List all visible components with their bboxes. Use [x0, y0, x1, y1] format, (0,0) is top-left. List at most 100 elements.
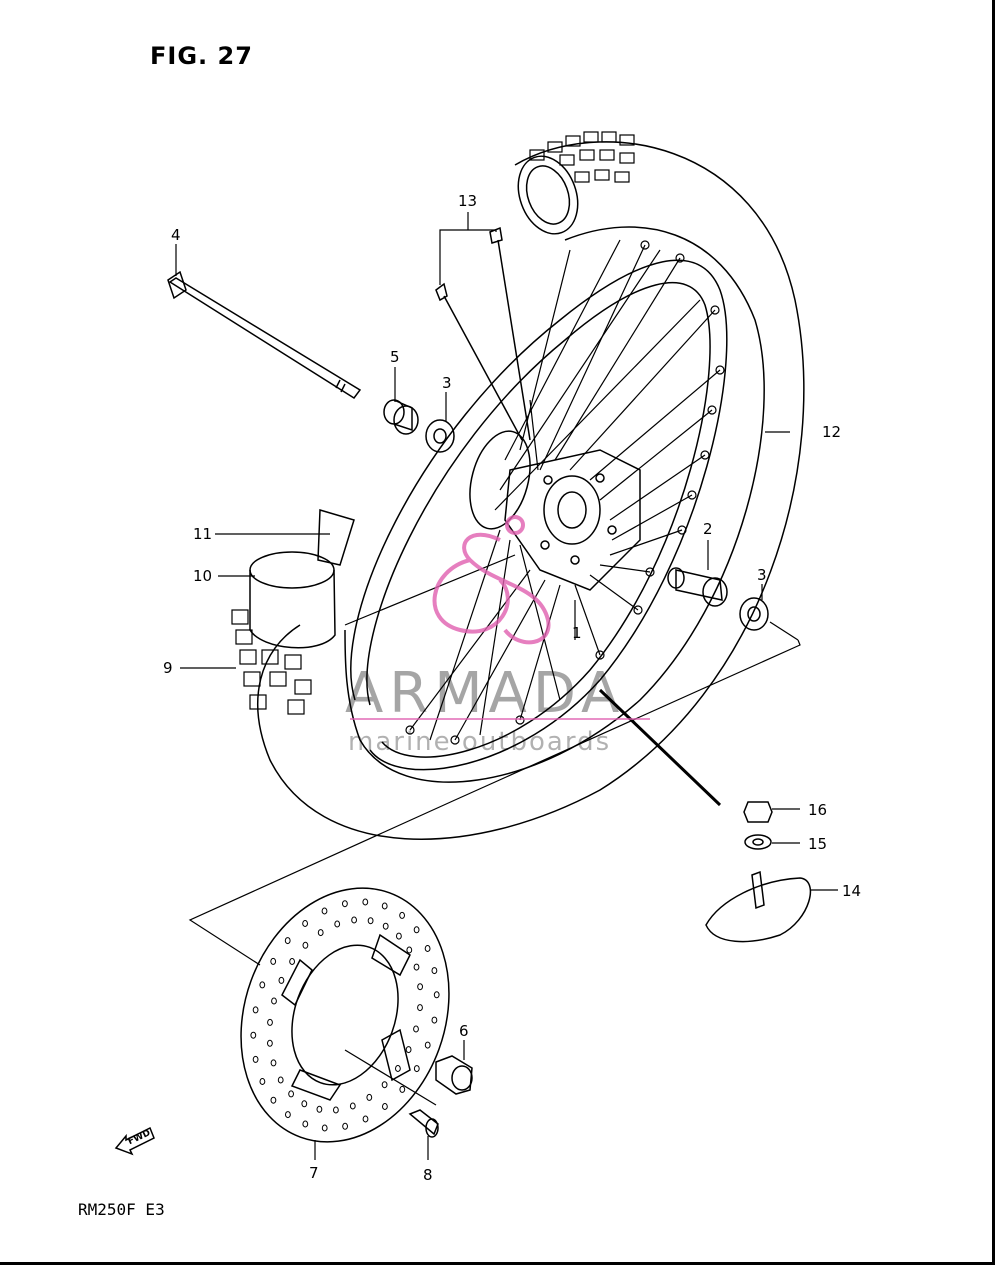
disc-hole [259, 981, 266, 989]
disc-hole [334, 920, 341, 928]
disc-hole [399, 1085, 406, 1093]
disc-hole [342, 1122, 349, 1130]
disc-hole [285, 1111, 291, 1119]
rim [350, 240, 728, 771]
disc-hole [399, 911, 406, 919]
brake-disc [240, 887, 450, 1143]
tire-section [231, 509, 355, 715]
callout-8: 8 [423, 1166, 433, 1184]
disc-hole [381, 902, 388, 910]
disc-bolt [408, 1109, 439, 1138]
disc-hole [382, 922, 389, 930]
axle-spacer-left [383, 399, 419, 435]
disc-hole [252, 1006, 259, 1014]
callout-numbers: 1 2 3 3 4 5 6 7 8 9 10 11 12 13 14 15 16 [163, 192, 861, 1184]
disc-hole [271, 997, 277, 1005]
disc-hole [424, 945, 431, 952]
hub-spacer [435, 1055, 473, 1095]
callout-3-left: 3 [442, 374, 452, 392]
bearing-left [425, 419, 455, 453]
callout-1: 1 [572, 624, 582, 642]
callout-11: 11 [193, 525, 212, 543]
disc-hole [250, 1031, 257, 1039]
callout-12: 12 [822, 423, 841, 441]
watermark: ARMADA marine outboards [345, 515, 650, 757]
disc-hole [284, 937, 291, 945]
disc-hole [267, 1018, 273, 1026]
disc-hole [278, 976, 285, 984]
bearing-right [739, 597, 769, 631]
disc-hole [321, 907, 328, 915]
callout-7: 7 [309, 1164, 319, 1182]
disc-hole [351, 916, 358, 924]
rim-lock-parts [598, 688, 811, 943]
disc-hole [302, 920, 309, 927]
tire [257, 131, 805, 840]
disc-hole [289, 958, 296, 965]
callout-5: 5 [390, 348, 400, 366]
disc-hole [413, 963, 420, 971]
disc-hole [288, 1090, 295, 1098]
disc-hole [321, 1124, 328, 1132]
disc-hole [413, 926, 420, 934]
callout-3-right: 3 [757, 566, 767, 584]
disc-hole [395, 1065, 401, 1072]
callout-16: 16 [808, 801, 827, 819]
forward-direction-arrow: FWD [114, 1126, 155, 1156]
watermark-logo-mark [432, 515, 551, 645]
disc-hole [252, 1055, 259, 1063]
watermark-brand: ARMADA [345, 661, 625, 726]
callout-14: 14 [842, 882, 861, 900]
leader-lines [175, 212, 838, 1160]
watermark-tagline: marine outboards [348, 727, 611, 757]
callout-6: 6 [459, 1022, 469, 1040]
disc-hole [381, 1081, 388, 1089]
disc-hole [302, 941, 309, 949]
disc-hole [406, 946, 413, 954]
figure-title: FIG. 27 [150, 42, 253, 70]
disc-hole [267, 1039, 273, 1047]
callout-15: 15 [808, 835, 827, 853]
assembly-guides [188, 621, 801, 1106]
disc-hole [317, 929, 324, 937]
disc-hole [316, 1105, 323, 1113]
disc-hole [277, 1076, 284, 1084]
callout-9: 9 [163, 659, 173, 677]
disc-hole [270, 1059, 277, 1067]
disc-hole [431, 967, 438, 975]
disc-hole [349, 1102, 356, 1110]
callout-2: 2 [703, 520, 713, 538]
disc-hole [367, 917, 374, 925]
disc-hole [270, 957, 277, 965]
disc-hole [301, 1100, 308, 1108]
disc-hole [302, 1120, 309, 1128]
disc-hole [413, 1065, 420, 1073]
hub [469, 430, 641, 591]
callout-4: 4 [171, 226, 181, 244]
spokes [344, 239, 721, 741]
disc-hole [259, 1078, 266, 1085]
disc-hole [413, 1025, 419, 1033]
disc-hole [333, 1106, 339, 1114]
disc-hole [382, 1103, 388, 1110]
axle-spacer-right [667, 567, 728, 607]
disc-hole [405, 1046, 412, 1054]
disc-hole [396, 932, 402, 940]
axle [167, 270, 362, 400]
spoke-detail [435, 226, 531, 441]
model-code: RM250F E3 [78, 1200, 165, 1219]
disc-hole [366, 1093, 373, 1101]
disc-hole [433, 991, 440, 999]
disc-hole [362, 898, 369, 906]
disc-hole [431, 1016, 438, 1024]
disc-hole [424, 1041, 431, 1049]
disc-hole [417, 983, 424, 991]
callout-10: 10 [193, 567, 212, 585]
disc-hole [362, 1115, 369, 1123]
disc-hole [417, 1004, 423, 1012]
callout-13: 13 [458, 192, 477, 210]
disc-hole [270, 1096, 277, 1104]
disc-hole [342, 900, 348, 908]
